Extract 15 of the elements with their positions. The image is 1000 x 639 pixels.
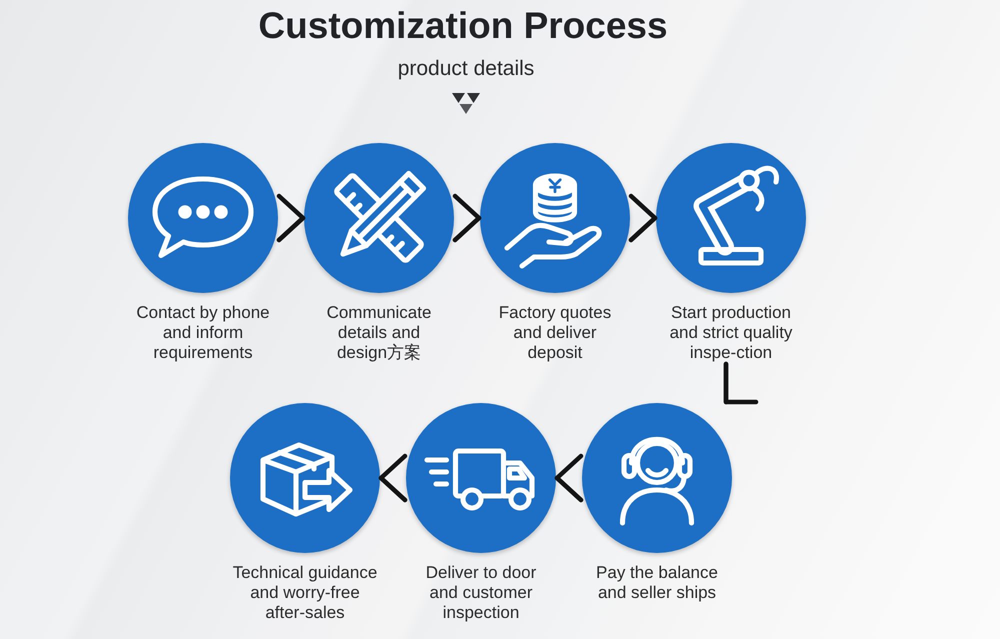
chevron-arrow [378, 454, 408, 502]
subtitle: product details [398, 57, 534, 81]
chevron-arrow [628, 194, 658, 242]
chevron-arrow [452, 194, 482, 242]
step-label: Factory quotes and deliver deposit [498, 303, 612, 363]
step-label: Communicate details and design方案 [326, 303, 432, 363]
step-label: Start production and strict quality inspe-ction [668, 303, 794, 363]
chevron-arrow [724, 362, 758, 404]
chevron-arrow [554, 454, 584, 502]
chevron-arrow [276, 194, 306, 242]
step-label: Contact by phone and inform requirements [135, 303, 271, 363]
step-label: Deliver to door and customer inspection [424, 563, 538, 623]
title: Customization Process [258, 4, 668, 48]
step-label: Pay the balance and seller ships [595, 563, 719, 603]
step-label: Technical guidance and worry-free after-sales [232, 563, 378, 623]
